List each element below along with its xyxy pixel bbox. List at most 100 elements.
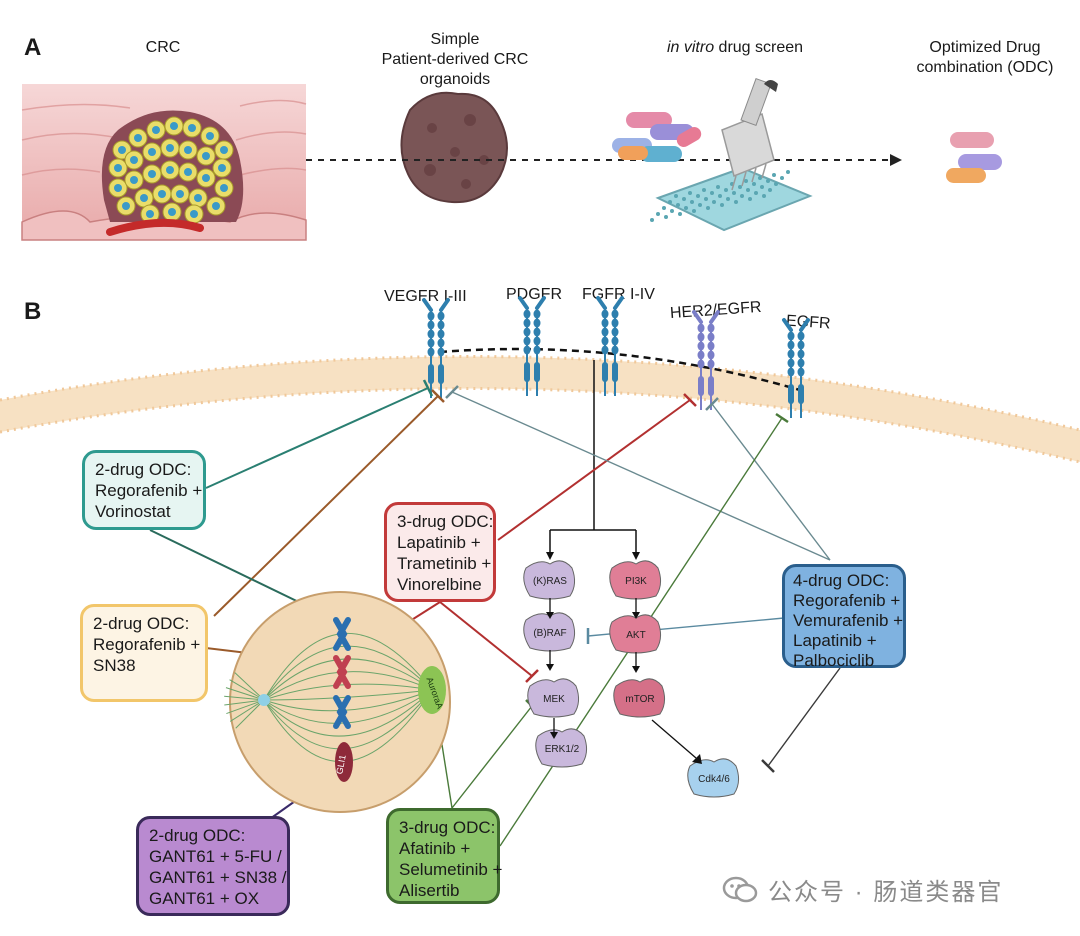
- watermark: 公众号 · 肠道类器官: [722, 872, 1003, 907]
- spindle-fiber: [263, 689, 433, 737]
- receptor: [518, 296, 546, 396]
- pathway-node: PI3K: [609, 560, 662, 600]
- pathway-node-label: ERK1/2: [545, 744, 580, 755]
- aster-ray: [235, 699, 265, 729]
- cell-membrane: [0, 356, 1080, 462]
- well: [690, 200, 694, 204]
- tumor-cell: [164, 116, 184, 136]
- tumor-cell: [206, 196, 226, 216]
- well: [748, 197, 752, 201]
- well: [768, 188, 772, 192]
- odc-line: GANT61 + SN38 /: [149, 868, 287, 887]
- step-screen-label: in vitro drug screen: [640, 38, 830, 58]
- step-crc-label: CRC: [108, 38, 218, 58]
- odc-line: 2-drug ODC:: [93, 614, 190, 633]
- odc-line: Selumetinib +: [399, 860, 503, 879]
- aster-ray: [226, 699, 265, 715]
- step-screen-italic: in vitro: [666, 39, 715, 56]
- panel-a-illustration: [21, 77, 1002, 241]
- receptor: [692, 310, 720, 410]
- well: [656, 212, 660, 216]
- well: [702, 188, 706, 192]
- tumor-cell: [160, 160, 180, 180]
- odc-line: 2-drug ODC:: [95, 460, 192, 479]
- pill-cluster: [612, 112, 702, 162]
- odc-line: SN38: [93, 656, 136, 675]
- well: [758, 176, 762, 180]
- well: [676, 203, 680, 207]
- odc-box-regorafenib-sn38: 2-drug ODC: Regorafenib + SN38: [80, 604, 208, 702]
- tumor-cell: [146, 120, 166, 140]
- pathway-node-label: MEK: [543, 694, 565, 705]
- odc-box-four-drug: 4-drug ODC: Regorafenib + Vemurafenib + …: [782, 564, 906, 670]
- well: [650, 218, 654, 222]
- well: [734, 200, 738, 204]
- pathway-node: ERK1/2: [535, 728, 588, 768]
- odc-line: Regorafenib +: [793, 591, 901, 610]
- gli1-label: GLI1: [334, 754, 347, 775]
- pipette: [721, 77, 778, 191]
- step-organoids-line-1: Simple: [430, 31, 480, 48]
- well: [678, 212, 682, 216]
- aurora-a-protein: [418, 666, 446, 714]
- well: [738, 185, 742, 189]
- odc-line: Vinorelbine: [397, 575, 482, 594]
- well: [706, 206, 710, 210]
- aster-ray: [234, 672, 265, 701]
- tumor-cell: [142, 164, 162, 184]
- tumor-cell: [162, 202, 182, 222]
- step-odc-line-2: combination (ODC): [916, 59, 1054, 76]
- pathway-node-label: (K)RAS: [533, 576, 567, 587]
- odc-box-regorafenib-vorinostat: 2-drug ODC: Regorafenib + Vorinostat: [82, 450, 206, 530]
- tumor-cell: [124, 150, 144, 170]
- tumor-cell: [178, 140, 198, 160]
- aster-ray: [225, 687, 265, 701]
- step-screen-rest: drug screen: [714, 39, 804, 56]
- well: [718, 194, 722, 198]
- pathway-node: mTOR: [613, 678, 666, 718]
- odc-line: Afatinib +: [399, 839, 471, 858]
- aster-ray: [229, 699, 265, 722]
- tumor-cell: [178, 162, 198, 182]
- well: [772, 173, 776, 177]
- gli1-protein: [335, 742, 353, 782]
- pathway-node: (K)RAS: [523, 560, 576, 600]
- tumor-cell: [200, 126, 220, 146]
- odc-line: Regorafenib +: [93, 635, 201, 654]
- tumor-cell: [108, 178, 128, 198]
- pathway-node: (B)RAF: [523, 612, 576, 652]
- tumor-cell: [214, 140, 234, 160]
- tumor-cell: [170, 184, 190, 204]
- step-odc-line-1: Optimized Drug: [929, 39, 1041, 56]
- arrow-to-pi3k: [632, 552, 640, 560]
- well: [740, 194, 744, 198]
- odc-line: 2-drug ODC:: [149, 826, 246, 845]
- fgfr-signal-tree: [549, 360, 637, 552]
- pathway-node-label: Cdk4/6: [698, 774, 730, 785]
- well: [760, 185, 764, 189]
- aster-ray: [224, 699, 265, 706]
- well: [698, 203, 702, 207]
- well: [744, 179, 748, 183]
- pathway-node-label: AKT: [626, 630, 645, 641]
- odc-line: 4-drug ODC:: [793, 571, 890, 590]
- odc-box-afatinib-selumetinib-alisertib: 3-drug ODC: Afatinib + Selumetinib + Ali…: [386, 808, 503, 904]
- step-organoids-label: Simple Patient-derived CRC organoids: [360, 30, 550, 90]
- pathway-arrows: [546, 598, 702, 764]
- odc-line: 3-drug ODC:: [399, 818, 496, 837]
- step-odc-label: Optimized Drug combination (ODC): [900, 38, 1070, 78]
- step-organoids-line-2: Patient-derived CRC: [381, 51, 529, 68]
- well: [726, 197, 730, 201]
- watermark-text: 公众号 · 肠道类器官: [768, 879, 1004, 906]
- well: [712, 200, 716, 204]
- tumor-cell: [182, 118, 202, 138]
- odc-line: 3-drug ODC:: [397, 512, 494, 531]
- odc-box-gant61: 2-drug ODC: GANT61 + 5-FU / GANT61 + SN3…: [136, 816, 290, 916]
- tumor-cell: [124, 170, 144, 190]
- well: [752, 182, 756, 186]
- tumor-cell: [214, 178, 234, 198]
- well: [746, 188, 750, 192]
- organoid-texture: [424, 114, 489, 189]
